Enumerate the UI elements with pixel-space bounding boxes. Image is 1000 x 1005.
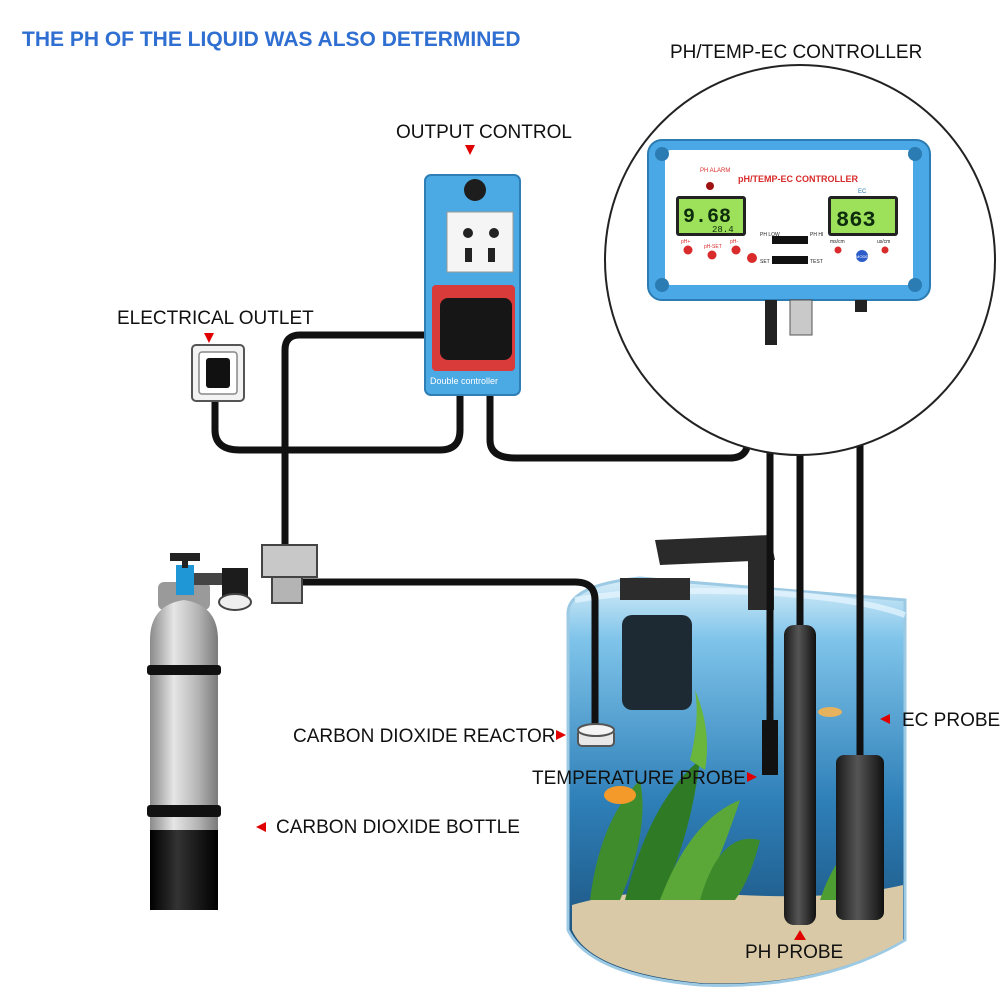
ph-hi-label: PH HI (810, 232, 823, 238)
label-output-control: OUTPUT CONTROL (396, 122, 572, 143)
arrow-ec-probe (880, 714, 890, 724)
set-label: SET (760, 259, 770, 265)
ph-minus-button[interactable] (731, 245, 741, 255)
ec-connector (855, 300, 867, 312)
fish (818, 707, 842, 717)
aquarium-gravel (572, 885, 903, 984)
aquarium-light (655, 535, 775, 565)
mode-label: MODE (856, 254, 868, 259)
label-ph-probe: PH PROBE (745, 942, 844, 963)
ms-cm-led (834, 246, 842, 254)
us-cm-label: us/cm (877, 239, 890, 245)
ec-label: EC (858, 189, 867, 195)
label-co2-bottle: CARBON DIOXIDE BOTTLE (276, 817, 520, 838)
arrow-co2-bottle (256, 822, 266, 832)
solenoid-cable (281, 331, 449, 549)
arrow-co2-reactor (556, 730, 566, 740)
controller-brand: pH/TEMP-EC CONTROLLER (738, 174, 858, 184)
outlet-cable (211, 391, 464, 454)
page-title: THE PH OF THE LIQUID WAS ALSO DETERMINED (22, 28, 521, 51)
alarm-led (706, 182, 714, 190)
ph-set-label: pH-SET (704, 244, 722, 250)
arrow-temperature-probe (747, 772, 757, 782)
ph-alarm-label: PH ALARM (700, 168, 730, 174)
co2-reactor (577, 723, 615, 747)
ph-value: 9.68 (683, 206, 731, 229)
ph-limit-switch[interactable] (772, 236, 808, 244)
mode-button[interactable] (856, 250, 868, 262)
ph-calibration-button[interactable] (747, 253, 757, 263)
controller-zoom: pH/TEMP-EC CONTROLLER PH ALARM 9.68 28.4… (604, 64, 996, 456)
electrical-outlet (191, 344, 245, 402)
label-ec-probe: EC PROBE (902, 710, 1000, 731)
ec-probe (836, 755, 884, 920)
ph-lcd (679, 199, 743, 233)
solenoid-valve (261, 544, 318, 604)
arrow-ph-probe (794, 930, 806, 940)
ph-probe (784, 625, 816, 925)
arrow-output-control (465, 145, 475, 155)
ph-bnc-connector (789, 299, 813, 336)
ph-set-button[interactable] (707, 250, 717, 260)
label-co2-reactor: CARBON DIOXIDE REACTOR (293, 726, 556, 747)
fish (604, 786, 636, 804)
ec-lcd (831, 199, 895, 233)
label-electrical-outlet: ELECTRICAL OUTLET (117, 308, 314, 329)
co2-bottle (147, 553, 252, 910)
temperature-connector (765, 300, 777, 345)
indicator-arrows (204, 145, 890, 940)
ph-plus-button[interactable] (683, 245, 693, 255)
ph-plus-label: pH+ (681, 239, 690, 245)
set-test-switch[interactable] (772, 256, 808, 264)
us-cm-led (881, 246, 889, 254)
output-control-box: Double controller (424, 174, 521, 396)
ph-temp-ec-controller: pH/TEMP-EC CONTROLLER PH ALARM 9.68 28.4… (647, 139, 931, 345)
ph-low-label: PH LOW (760, 232, 780, 238)
output-box-footer: Double controller (430, 376, 498, 386)
ph-minus-label: pH- (730, 239, 738, 245)
arrow-electrical-outlet (204, 333, 214, 343)
probes (762, 625, 884, 925)
aquarium-filter (622, 615, 692, 710)
temp-value: 28.4 (712, 225, 734, 235)
ms-cm-label: ms/cm (830, 239, 845, 245)
co2-tube (296, 578, 599, 734)
label-controller: PH/TEMP-EC CONTROLLER (670, 42, 923, 63)
temperature-probe (762, 720, 778, 775)
test-label: TEST (810, 259, 823, 265)
ec-value: 863 (836, 208, 876, 233)
label-temperature-probe: TEMPERATURE PROBE (532, 768, 746, 789)
aquarium (566, 535, 907, 987)
